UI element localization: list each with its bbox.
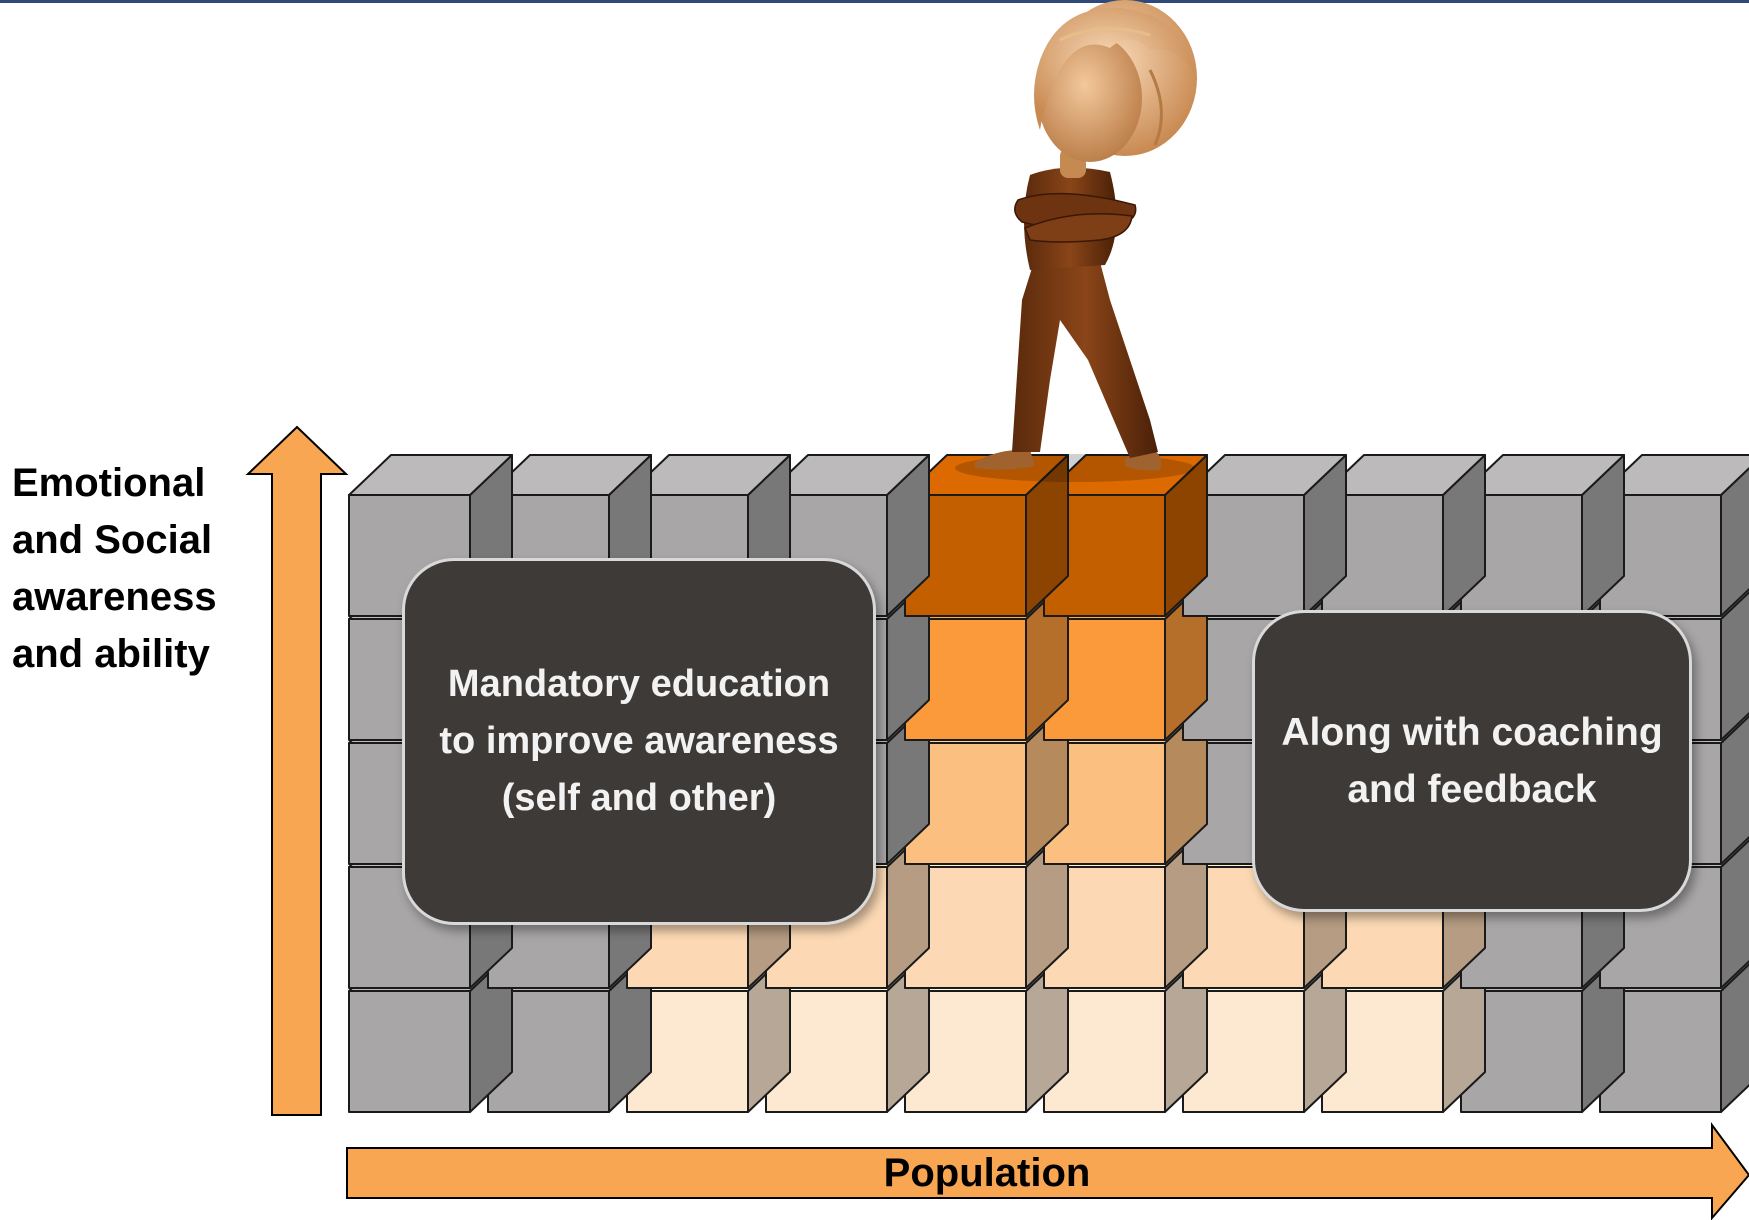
grid-block (904, 454, 1069, 617)
grid-block (1043, 454, 1208, 617)
education-callout-text: Mandatory education to improve awareness… (439, 663, 839, 819)
y-axis-label: Emotional and Social awareness and abili… (12, 461, 217, 676)
top-border-line (0, 0, 1749, 3)
x-axis-arrow (346, 1121, 1749, 1220)
coaching-callout-text: Along with coaching and feedback (1281, 711, 1663, 811)
grid-block (1321, 454, 1486, 617)
grid-block (1599, 454, 1749, 617)
coaching-callout: Along with coaching and feedback (1252, 610, 1692, 912)
education-callout: Mandatory education to improve awareness… (402, 558, 876, 925)
standing-person-arms-crossed-icon (955, 0, 1197, 482)
y-axis-arrow (245, 425, 349, 1116)
block-front-face (348, 990, 471, 1113)
x-axis-label: Population (883, 1151, 1091, 1195)
grid-block (1182, 454, 1347, 617)
